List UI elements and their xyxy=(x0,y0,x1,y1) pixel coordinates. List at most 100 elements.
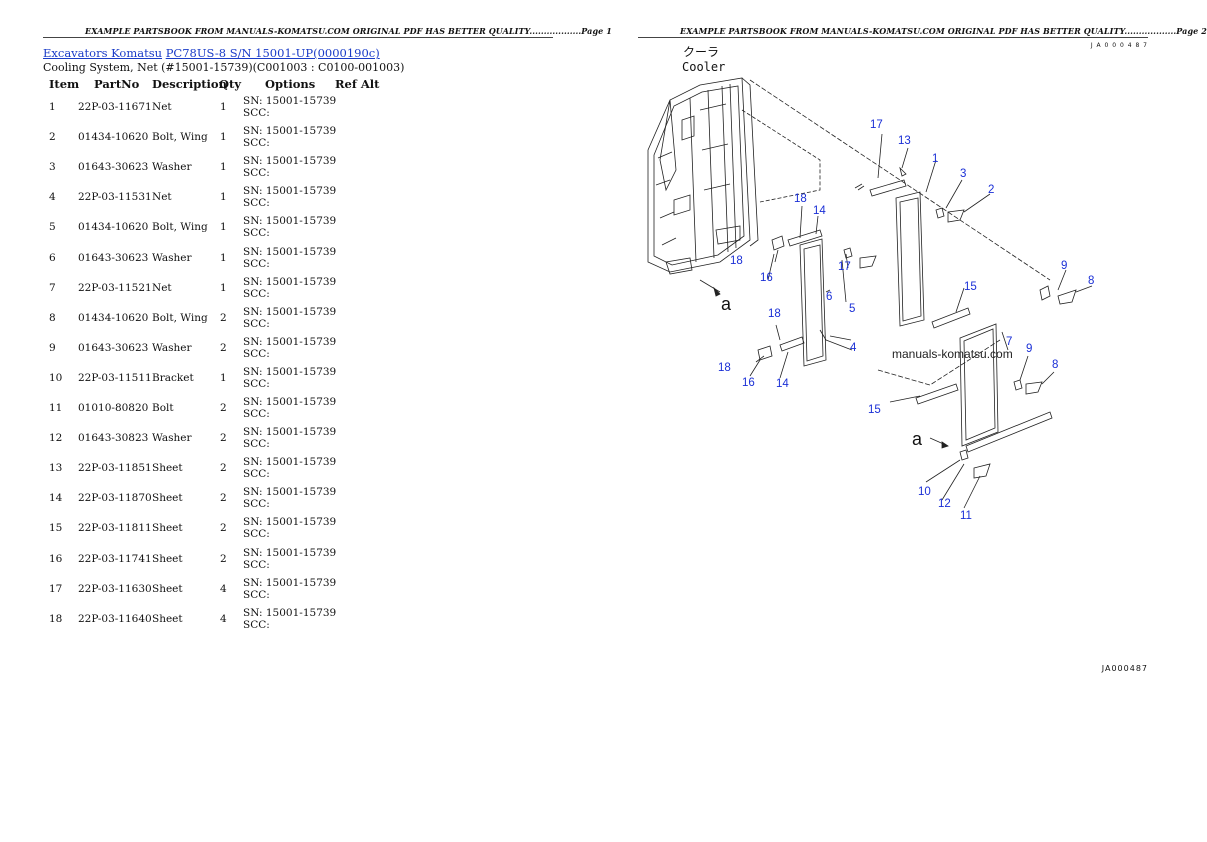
cell-item: 2 xyxy=(49,131,56,144)
column-header-options: Options xyxy=(265,77,316,91)
cell-item: 10 xyxy=(49,371,63,384)
diagram-linework xyxy=(647,77,1093,509)
callout-label: 8 xyxy=(1088,275,1094,287)
cell-qty: 2 xyxy=(220,341,227,354)
view-marker-a-right: a xyxy=(912,429,923,449)
cell-partno: 22P-03-11671 xyxy=(78,101,152,113)
page-1-header-rule xyxy=(43,37,553,38)
cell-qty: 1 xyxy=(220,251,227,264)
cell-description: Net xyxy=(152,101,172,113)
cell-item: 3 xyxy=(49,161,56,174)
cell-serial-range: SN: 15001-15739 xyxy=(243,396,337,408)
cell-qty: 2 xyxy=(220,311,227,324)
cell-partno: 22P-03-11630 xyxy=(78,582,152,595)
cell-serial-range: SN: 15001-15739 xyxy=(243,155,337,168)
callout-label: 17 xyxy=(838,261,851,273)
cell-description: Sheet xyxy=(152,612,183,625)
cell-partno: 22P-03-11511 xyxy=(78,371,152,384)
cell-description: Sheet xyxy=(152,552,183,565)
column-header-qty: Qty xyxy=(219,77,242,91)
cell-item: 15 xyxy=(49,522,63,535)
cell-qty: 2 xyxy=(220,462,227,475)
cell-item: 17 xyxy=(49,582,63,595)
diagram-reference-code: JA000487 xyxy=(1101,664,1148,673)
cell-scc: SCC: xyxy=(243,227,270,240)
cell-partno: 01434-10620 xyxy=(78,221,149,234)
cell-serial-range: SN: 15001-15739 xyxy=(243,546,337,559)
callout-label: 15 xyxy=(964,281,977,293)
page-subtitle: Cooling System, Net (#15001-15739)(C0010… xyxy=(43,61,405,74)
breadcrumb-link-model[interactable]: PC78US-8 S/N 15001-UP(0000190c) xyxy=(165,46,380,60)
callout-label: 7 xyxy=(1006,336,1012,348)
diagram-top-reference: J A 0 0 0 4 8 7 xyxy=(1090,42,1148,49)
callout-label: 9 xyxy=(1061,260,1067,272)
cell-qty: 1 xyxy=(220,161,227,174)
cell-qty: 2 xyxy=(220,492,227,505)
column-header-item: Item xyxy=(49,77,80,91)
cell-serial-range: SN: 15001-15739 xyxy=(243,185,337,198)
cell-item: 1 xyxy=(49,101,56,113)
cell-qty: 1 xyxy=(220,281,227,294)
cell-item: 4 xyxy=(49,191,56,204)
callout-label: 6 xyxy=(826,291,832,303)
cell-item: 5 xyxy=(49,221,56,234)
breadcrumb-link-excavators[interactable]: Excavators Komatsu xyxy=(43,46,163,60)
cell-serial-range: SN: 15001-15739 xyxy=(243,335,337,348)
cell-qty: 1 xyxy=(220,371,227,384)
cell-serial-range: SN: 15001-15739 xyxy=(243,305,337,318)
callout-label: 18 xyxy=(768,308,781,320)
cell-serial-range: SN: 15001-15739 xyxy=(243,426,337,439)
cell-scc: SCC: xyxy=(243,197,270,210)
cell-partno: 22P-03-11811 xyxy=(78,522,152,535)
diagram-watermark: manuals-komatsu.com xyxy=(892,347,1013,361)
cell-serial-range: SN: 15001-15739 xyxy=(243,486,337,499)
cell-description: Net xyxy=(152,191,172,204)
cell-scc: SCC: xyxy=(243,167,270,180)
cell-serial-range: SN: 15001-15739 xyxy=(243,516,337,529)
cell-scc: SCC: xyxy=(243,498,270,511)
cooler-exploded-diagram: クーラ Cooler manuals-komatsu.com a a 17131… xyxy=(647,45,1094,522)
callout-label: 18 xyxy=(794,193,807,205)
cell-scc: SCC: xyxy=(243,558,270,571)
cell-scc: SCC: xyxy=(243,287,270,300)
callout-label: 1 xyxy=(932,153,938,165)
callout-label: 18 xyxy=(730,255,743,267)
cell-qty: 2 xyxy=(220,402,227,414)
callout-label: 3 xyxy=(960,168,966,180)
cell-item: 7 xyxy=(49,281,56,294)
cell-item: 12 xyxy=(49,432,63,445)
cell-description: Sheet xyxy=(152,462,183,475)
callout-label: 14 xyxy=(813,205,826,217)
cell-qty: 4 xyxy=(220,612,227,625)
cell-serial-range: SN: 15001-15739 xyxy=(243,275,337,288)
cell-item: 16 xyxy=(49,552,63,565)
cell-description: Bolt, Wing xyxy=(152,311,208,324)
cell-description: Bolt, Wing xyxy=(152,221,208,234)
column-header-description: Description xyxy=(152,77,227,91)
cell-scc: SCC: xyxy=(243,377,270,390)
cell-scc: SCC: xyxy=(243,317,270,330)
cell-scc: SCC: xyxy=(243,618,270,631)
cell-description: Net xyxy=(152,281,172,294)
cell-description: Bolt, Wing xyxy=(152,131,208,144)
callout-label: 14 xyxy=(776,378,789,390)
cell-item: 13 xyxy=(49,462,63,475)
callout-label: 9 xyxy=(1026,343,1032,355)
cell-qty: 2 xyxy=(220,522,227,535)
callout-label: 10 xyxy=(918,486,931,498)
cell-partno: 01643-30623 xyxy=(78,161,149,174)
cell-partno: 22P-03-11531 xyxy=(78,191,152,204)
page-2-header-rule xyxy=(638,37,1148,38)
column-header-partno: PartNo xyxy=(94,77,140,91)
callout-label: 8 xyxy=(1052,359,1058,371)
cell-item: 8 xyxy=(49,311,56,324)
cell-qty: 1 xyxy=(220,191,227,204)
